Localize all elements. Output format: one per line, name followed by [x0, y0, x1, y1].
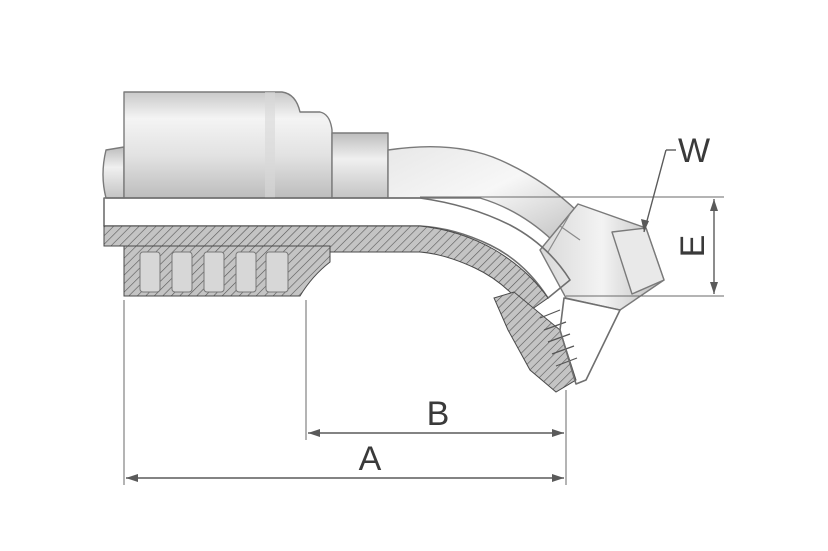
- dimension-b-label: B: [427, 395, 450, 433]
- ferrule-shell: [102, 91, 389, 199]
- dimension-b: B: [308, 395, 564, 437]
- dimension-a: A: [126, 440, 564, 482]
- leader-w: W: [641, 132, 710, 233]
- sectioned-lower-half: [103, 197, 621, 393]
- dimension-e-label: E: [674, 235, 712, 258]
- extension-lines: [123, 196, 724, 485]
- elbow-tube: [387, 145, 579, 241]
- leader-w-label: W: [678, 132, 710, 170]
- dimension-a-label: A: [359, 440, 382, 478]
- dimension-e: E: [674, 199, 718, 294]
